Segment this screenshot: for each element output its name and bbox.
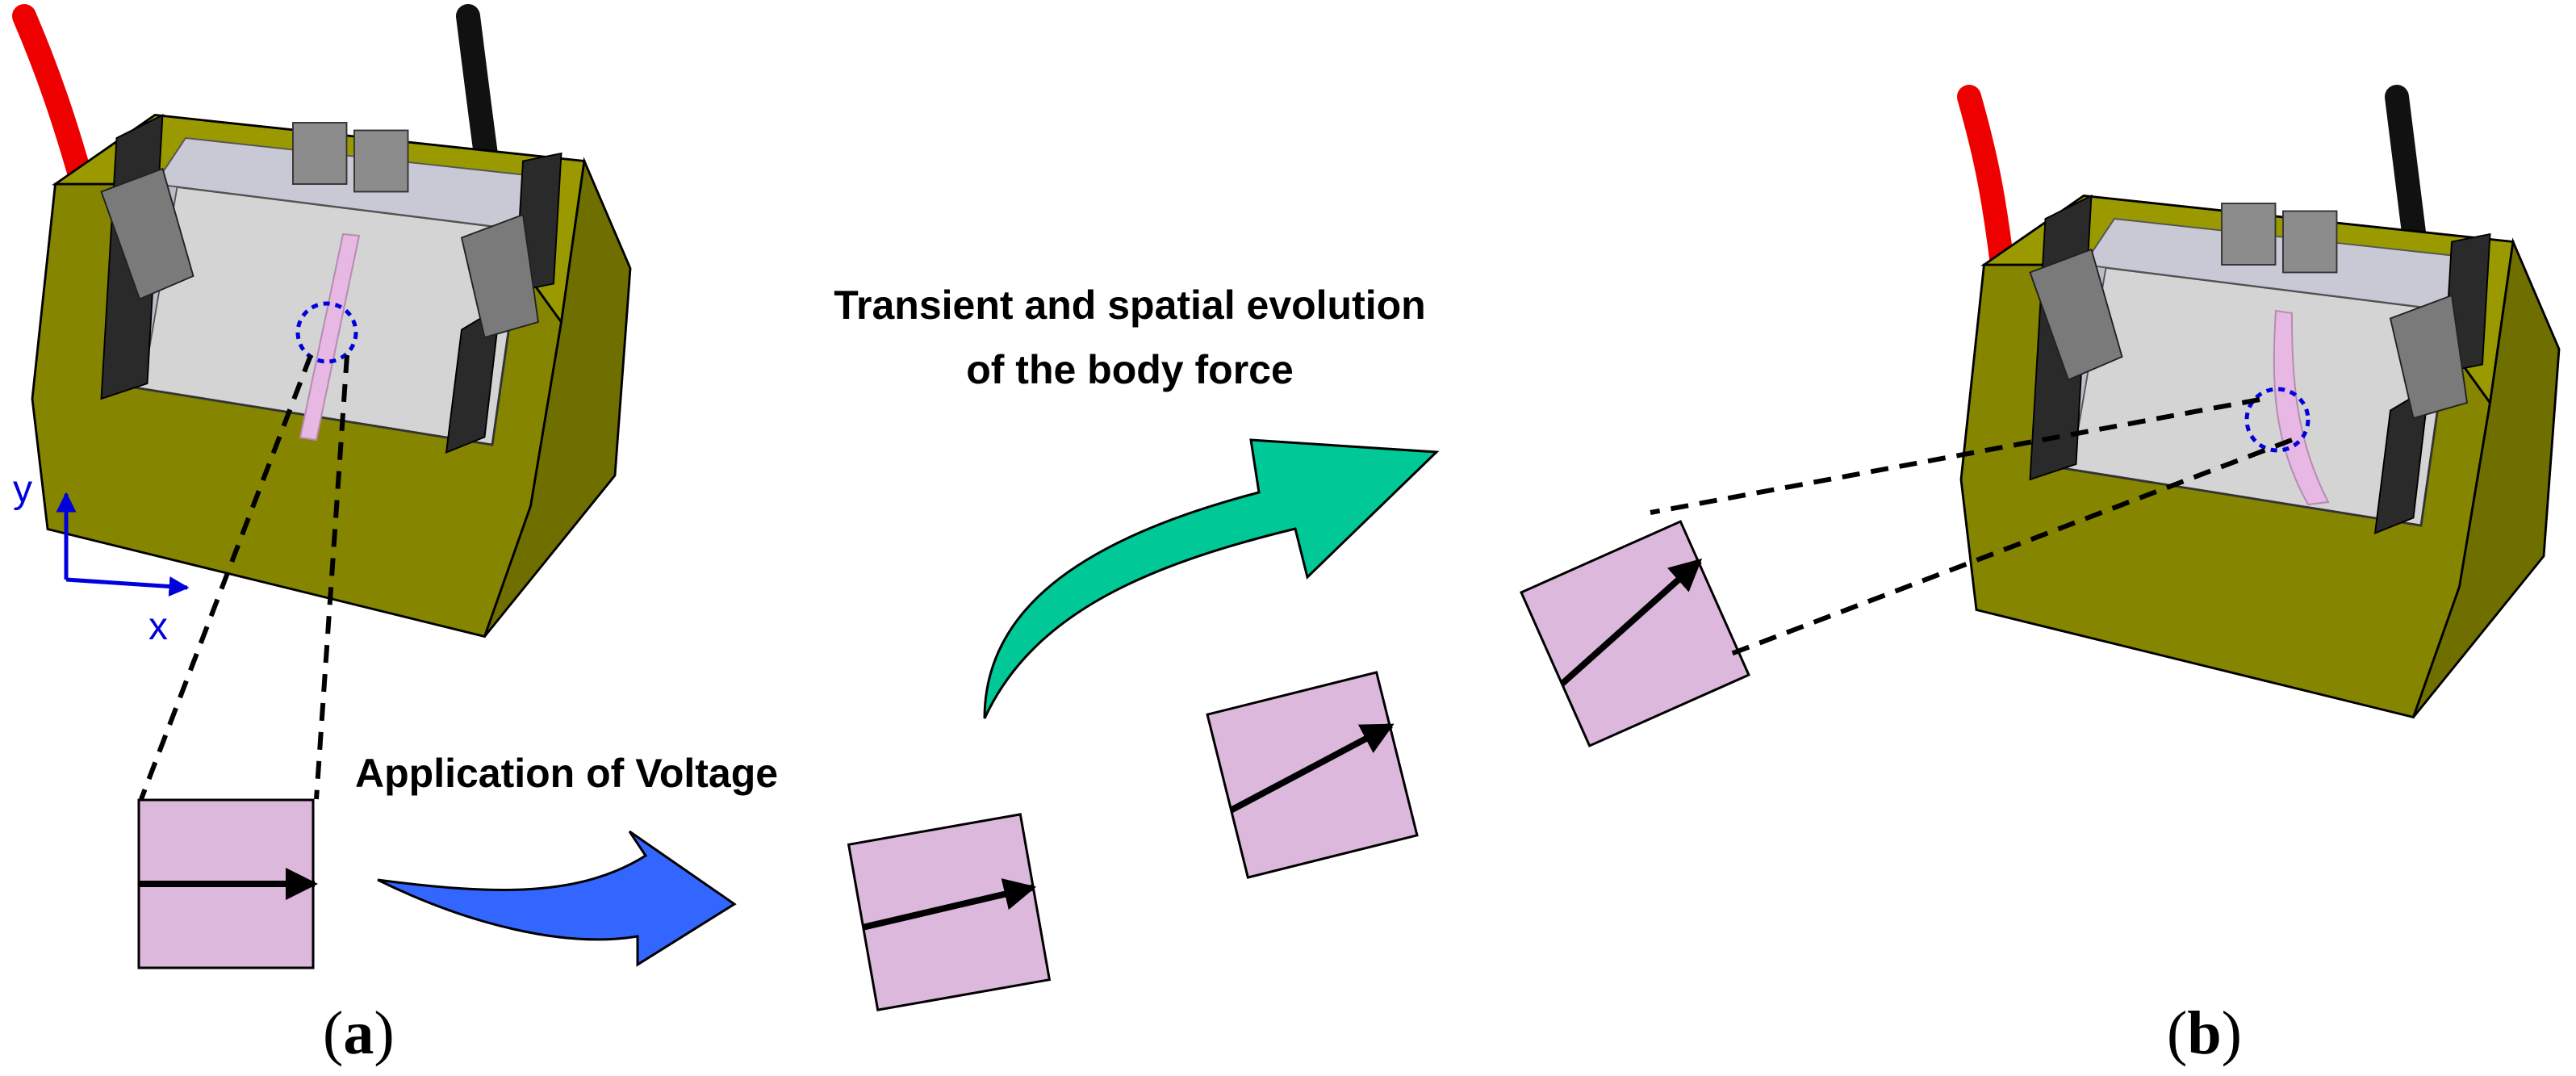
panel-label-a: (a): [323, 999, 395, 1067]
zoom-line-top-b: [1650, 397, 2260, 515]
body-force-label-line2: of the body force: [966, 347, 1294, 392]
element-step-2: [1206, 671, 1419, 879]
setup-a: y x: [12, 4, 632, 648]
element-step-1: [847, 813, 1052, 1011]
red-cable: [12, 4, 93, 190]
setup-b: [1957, 85, 2561, 718]
axis-x-label: x: [148, 605, 168, 648]
blue-arrow: [377, 830, 737, 967]
panel-label-b: (b): [2167, 999, 2242, 1067]
sample-strip: [299, 232, 361, 442]
element-step-3: [1520, 520, 1750, 747]
zoom-circle: [295, 301, 358, 364]
zoom-line-bottom-b: [1729, 438, 2294, 656]
body-force-label-line1: Transient and spatial evolution: [834, 283, 1425, 328]
zoom-line-left-a: [139, 354, 313, 801]
zoom-line-right-a: [314, 354, 349, 800]
axis-x-line: [65, 576, 190, 597]
green-arrow: [983, 438, 1440, 719]
axis-y-label: y: [13, 468, 32, 511]
zoom-circle-b: [2244, 387, 2310, 453]
red-cable-b: [1957, 85, 2014, 270]
element-initial: [137, 798, 318, 969]
bent-sample-strip: [2273, 309, 2330, 506]
application-of-voltage-label: Application of Voltage: [355, 751, 778, 796]
